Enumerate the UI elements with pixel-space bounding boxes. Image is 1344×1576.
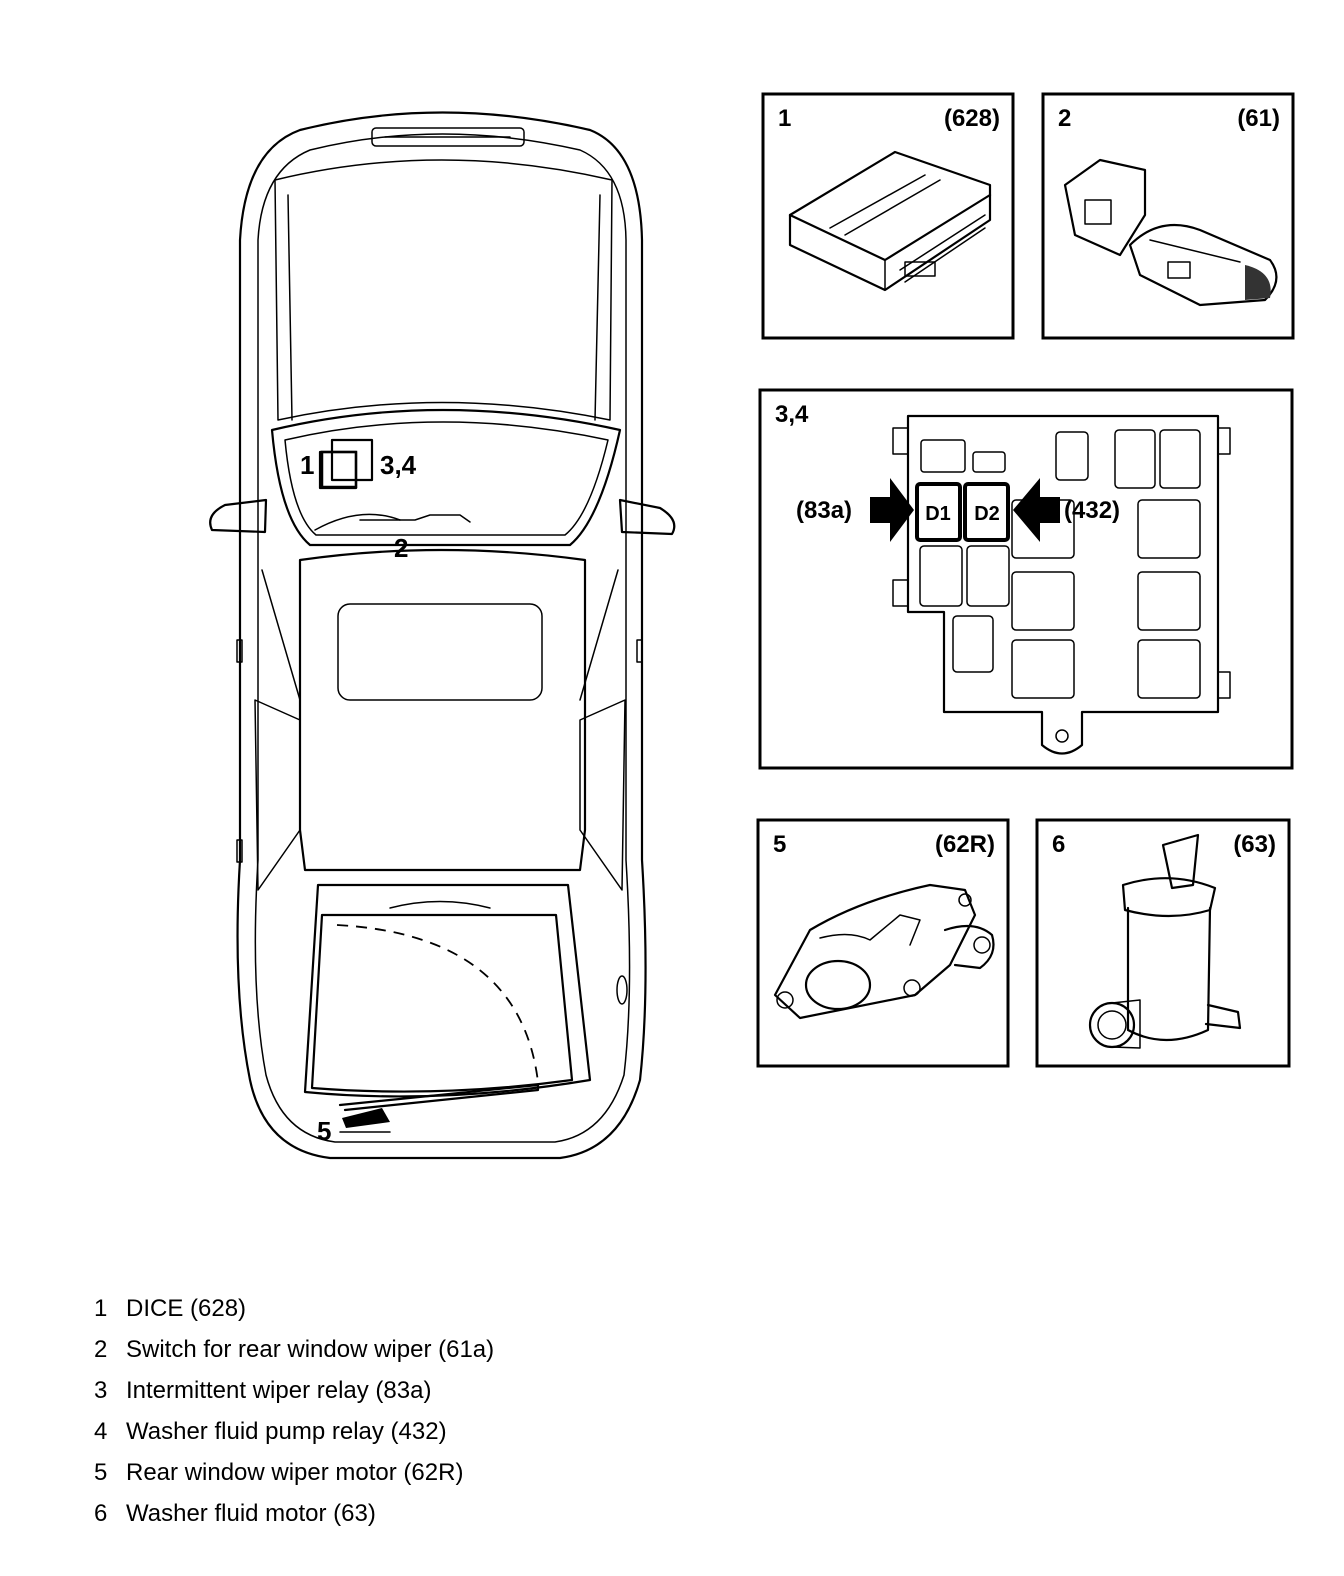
legend-item: 4 Washer fluid pump relay (432) [94,1416,494,1457]
legend-list: 1 DICE (628) 2 Switch for rear window wipe… [94,1293,494,1539]
panel-1-frame [761,92,1015,340]
car-label-switch: 2 [394,533,408,563]
panel-2-code: (61) [1237,105,1280,132]
panel-6-frame [1035,818,1291,1068]
legend-number: 3 [94,1377,108,1404]
relay-d1-label: D1 [925,503,951,525]
relay-box-outline [892,414,1231,755]
legend-text: Washer fluid motor (63) [126,1500,376,1527]
car-label-relays: 3,4 [380,450,417,480]
legend-text: Rear window wiper motor (62R) [126,1459,464,1486]
panel-1-number: 1 [778,105,791,132]
legend-text: Washer fluid pump relay (432) [126,1418,447,1445]
washer-pump-icon [1088,833,1242,1049]
panel-5-frame [756,818,1010,1068]
legend-item: 1 DICE (628) [94,1293,494,1334]
legend-number: 1 [94,1295,108,1322]
panel-2-frame [1041,92,1295,340]
relay-label-432: (432) [1064,497,1120,524]
relay-label-83a: (83a) [796,497,852,524]
legend-item: 5 Rear window wiper motor (62R) [94,1457,494,1498]
arrow-right-icon [870,478,914,542]
panel-6-number: 6 [1052,831,1065,858]
legend-number: 6 [94,1500,108,1527]
legend-number: 2 [94,1336,108,1363]
legend-item: 3 Intermittent wiper relay (83a) [94,1375,494,1416]
panel-5-code: (62R) [935,831,995,858]
wiper-switch-icon [1063,158,1278,307]
wiper-motor-icon [773,883,995,1020]
relay-d1 [915,482,962,542]
legend-item: 2 Switch for rear window wiper (61a) [94,1334,494,1375]
arrow-left-icon [1013,478,1060,542]
relay-d2 [963,482,1010,542]
legend-text: Intermittent wiper relay (83a) [126,1377,432,1404]
car-top-view [209,111,676,1160]
legend-text: Switch for rear window wiper (61a) [126,1336,495,1363]
legend-number: 4 [94,1418,108,1445]
panel-2-number: 2 [1058,105,1071,132]
panel-34-number: 3,4 [775,401,809,428]
dice-module-icon [788,150,992,292]
relay-d2-label: D2 [974,503,1000,525]
car-label-dice: 1 [300,450,314,480]
panel-1-code: (628) [944,105,1000,132]
legend-item: 6 Washer fluid motor (63) [94,1498,494,1539]
panel-34-frame [758,388,1294,770]
car-label-wiper-motor: 5 [317,1116,331,1146]
legend-text: DICE (628) [126,1295,247,1322]
legend-number: 5 [94,1459,108,1486]
panel-5-number: 5 [773,831,786,858]
panel-6-code: (63) [1233,831,1276,858]
